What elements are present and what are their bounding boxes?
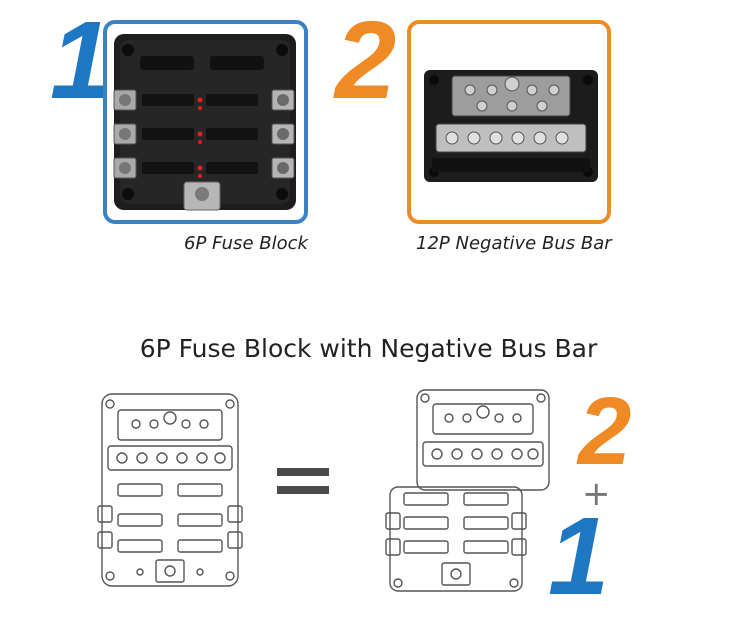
fuse-block-caption: 6P Fuse Block bbox=[184, 233, 308, 254]
fuse-block-photo bbox=[113, 34, 296, 211]
bus-bar-photo bbox=[424, 70, 598, 182]
bus-bar-frame bbox=[407, 20, 611, 224]
number-two: 2 bbox=[335, 0, 397, 122]
bus-bar-caption: 12P Negative Bus Bar bbox=[416, 233, 612, 254]
combined-unit-drawing bbox=[97, 393, 243, 587]
number-one: 1 bbox=[50, 0, 112, 122]
fuse-block-drawing bbox=[385, 486, 527, 592]
combo-title: 6P Fuse Block with Negative Bus Bar bbox=[139, 334, 598, 363]
bus-bar-drawing bbox=[416, 389, 550, 491]
equals-sign-top bbox=[277, 468, 329, 476]
plus-sign: + bbox=[582, 474, 611, 514]
fuse-block-frame bbox=[103, 20, 308, 224]
equals-sign-bottom bbox=[277, 486, 329, 494]
combo-number-two: 2 bbox=[578, 378, 632, 485]
combo-number-one: 1 bbox=[548, 495, 610, 618]
